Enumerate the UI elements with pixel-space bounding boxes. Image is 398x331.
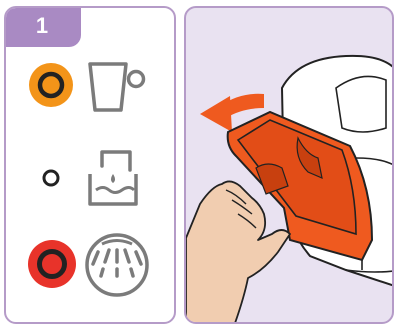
drip-tray-illustration — [186, 8, 394, 324]
indicator-light-red — [26, 238, 78, 290]
illustration-panel — [184, 6, 394, 324]
cup-icon — [84, 58, 154, 118]
indicator-panel: 1 — [4, 6, 176, 324]
descaling-icon — [84, 232, 150, 298]
hand — [186, 181, 290, 324]
indicator-light-orange — [26, 60, 76, 110]
step-badge: 1 — [4, 6, 81, 47]
indicator-light-off — [41, 168, 61, 188]
water-tank-icon — [84, 144, 144, 210]
